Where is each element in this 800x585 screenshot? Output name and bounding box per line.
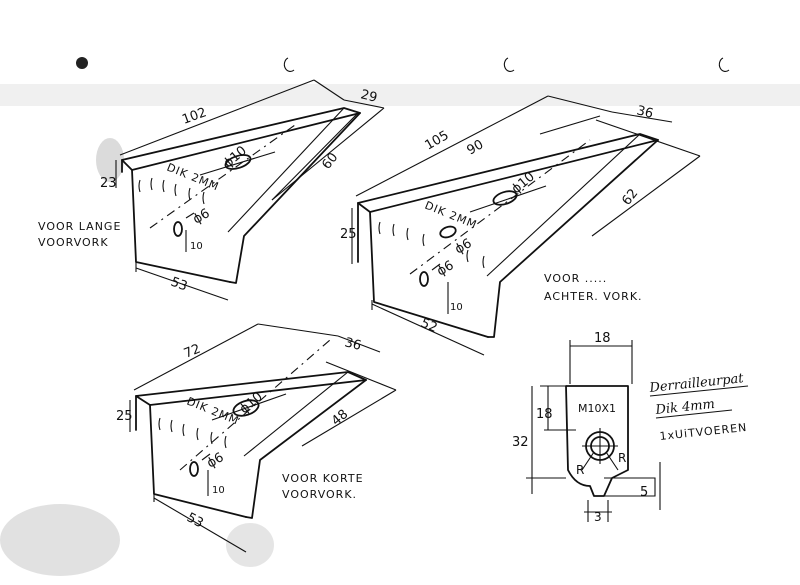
dim-depth: 48 bbox=[329, 407, 351, 429]
punch-hole-mark bbox=[283, 57, 295, 72]
thickness-note: DIK 2MM bbox=[185, 395, 241, 428]
dim-length: 105 bbox=[423, 128, 452, 153]
dim-hole-offset: 10 bbox=[190, 241, 203, 252]
dim-upper-height: 18 bbox=[536, 407, 553, 422]
hanger-thickness: Dik 4mm bbox=[654, 397, 716, 418]
dim-bottom: 52 bbox=[419, 316, 440, 336]
caption-line2: VOORVORK bbox=[38, 236, 109, 249]
caption-line1: VOOR LANGE bbox=[38, 220, 121, 233]
dim-hole-small: ϕ6 bbox=[191, 206, 213, 227]
punch-hole-mark bbox=[76, 57, 88, 69]
caption-line1: VOOR ..... bbox=[544, 272, 607, 285]
dim-height: 25 bbox=[340, 227, 357, 242]
punch-hole-mark bbox=[503, 57, 515, 72]
scan-noise bbox=[0, 57, 800, 576]
dim-hole-offset: 10 bbox=[212, 485, 225, 496]
dim-radius-right: R bbox=[618, 451, 626, 465]
punch-hole-mark bbox=[718, 57, 730, 72]
dim-tab-width: 3 bbox=[594, 510, 602, 524]
dim-hole-small: ϕ6 bbox=[435, 258, 457, 279]
dim-width: 18 bbox=[594, 331, 611, 346]
caption-line2: VOORVORK. bbox=[282, 488, 357, 501]
dim-height: 23 bbox=[100, 176, 117, 191]
dim-tab-height: 5 bbox=[640, 485, 648, 500]
dim-thread: M10X1 bbox=[578, 402, 616, 415]
dim-height: 25 bbox=[116, 409, 133, 424]
dim-width: 29 bbox=[359, 87, 379, 106]
dim-length: 102 bbox=[180, 105, 208, 128]
caption-line2: ACHTER. VORK. bbox=[544, 290, 643, 303]
dim-radius-left: R bbox=[576, 463, 584, 477]
dim-bottom: 53 bbox=[184, 510, 206, 531]
bracket-rear-fork: 105 90 36 62 25 52 ϕ6 ϕ6 10 ϕ10 DIK 2MM … bbox=[340, 95, 701, 356]
bracket-short-front-fork: 72 36 48 25 53 ϕ6 10 ϕ10 DIK 2MM VOOR KO… bbox=[116, 323, 397, 553]
hanger-title: Derrailleurpat bbox=[648, 371, 745, 396]
dim-hole-offset: 10 bbox=[450, 302, 463, 313]
dim-inner-length: 90 bbox=[465, 137, 487, 158]
dim-width: 36 bbox=[343, 335, 363, 354]
dim-hole-small-2: ϕ6 bbox=[453, 236, 475, 257]
bracket-long-front-fork: 102 29 60 23 53 ϕ6 10 ϕ10 DIK 2MM VOOR L… bbox=[38, 79, 385, 301]
dim-hole-large: ϕ10 bbox=[509, 169, 538, 197]
dim-bottom: 53 bbox=[169, 275, 190, 295]
dim-hole-small: ϕ6 bbox=[205, 450, 227, 471]
dim-width: 36 bbox=[635, 103, 655, 122]
dim-length: 72 bbox=[182, 342, 203, 362]
thickness-note: DIK 2MM bbox=[165, 161, 221, 194]
dim-depth: 62 bbox=[619, 186, 641, 208]
caption-line1: VOOR KORTE bbox=[282, 472, 364, 485]
dim-total-height: 32 bbox=[512, 435, 529, 450]
derailleur-hanger: 18 18 32 M10X1 R R 5 3 Derrailleurpat Di… bbox=[512, 331, 749, 524]
hanger-quantity: 1xUiTVOEREN bbox=[659, 421, 748, 443]
